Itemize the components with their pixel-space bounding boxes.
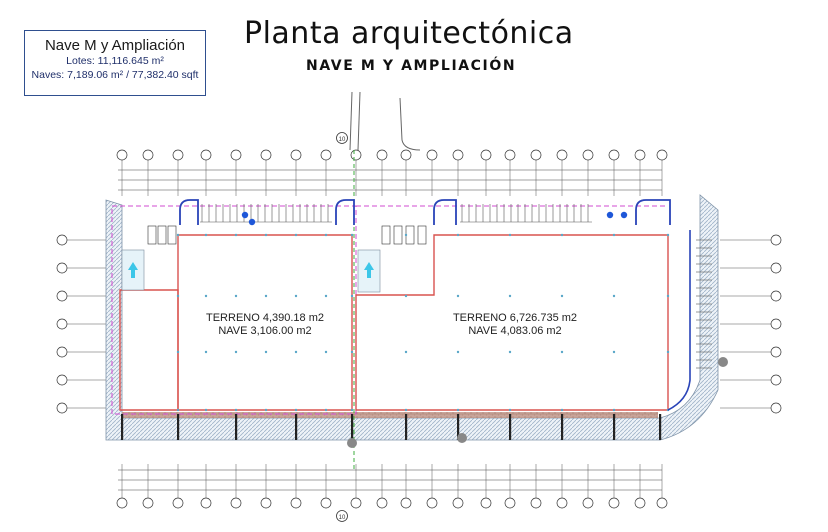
axis-bubble (770, 234, 782, 246)
axis-bubble (350, 149, 362, 161)
grid-marker-10-bottom-label: 10 (339, 515, 346, 521)
axis-bubble (770, 318, 782, 330)
axis-bubble (230, 497, 242, 509)
grid-marker-10-top: 10 (336, 132, 348, 144)
axis-bubble (656, 497, 668, 509)
axis-bubble (530, 497, 542, 509)
axis-bubble (116, 497, 128, 509)
right-axis-markers (720, 234, 782, 414)
right-nave-area: NAVE 4,083.06 m2 (468, 325, 562, 337)
axis-bubble (504, 149, 516, 161)
office-fixtures (241, 211, 628, 226)
axis-bubble (452, 497, 464, 509)
axis-bubble (116, 149, 128, 161)
loading-docks (147, 225, 427, 245)
info-box-naves: Naves: 7,189.06 m² / 77,382.40 sqft (31, 69, 199, 81)
axis-bubble (230, 149, 242, 161)
axis-bubble (556, 149, 568, 161)
axis-bubble (56, 318, 68, 330)
bottom-axis-markers (116, 464, 668, 509)
axis-bubble (320, 149, 332, 161)
axis-bubble (320, 497, 332, 509)
axis-bubble (770, 402, 782, 414)
grid-marker-10-top-label: 10 (339, 137, 346, 143)
axis-bubble (634, 497, 646, 509)
axis-bubble (56, 234, 68, 246)
column-grid-dots (176, 233, 670, 412)
info-box-title: Nave M y Ampliación (44, 37, 186, 54)
axis-bubble (634, 149, 646, 161)
axis-bubble (56, 262, 68, 274)
axis-bubble (480, 497, 492, 509)
side-parking-stalls (696, 239, 712, 369)
axis-bubble (608, 497, 620, 509)
axis-bubble (56, 374, 68, 386)
bottom-dimension-line (118, 469, 662, 491)
axis-bubble (656, 149, 668, 161)
axis-bubble (556, 497, 568, 509)
axis-bubble (290, 497, 302, 509)
axis-bubble (582, 497, 594, 509)
axis-bubble (290, 149, 302, 161)
axis-bubble (172, 149, 184, 161)
left-area-label: TERRENO 4,390.18 m2 NAVE 3,106.00 m2 (178, 312, 352, 338)
page-subtitle: NAVE M Y AMPLIACIÓN (306, 58, 517, 74)
axis-bubble (172, 497, 184, 509)
axis-bubble (400, 149, 412, 161)
axis-bubble (56, 290, 68, 302)
axis-bubble (376, 149, 388, 161)
axis-bubble (400, 497, 412, 509)
axis-bubble (530, 149, 542, 161)
axis-bubble (142, 497, 154, 509)
axis-bubble (582, 149, 594, 161)
north-markers (347, 357, 728, 448)
axis-bubble (426, 149, 438, 161)
axis-bubble (770, 262, 782, 274)
entry-curves (179, 199, 671, 225)
right-area-label: TERRENO 6,726.735 m2 NAVE 4,083.06 m2 (420, 312, 610, 338)
access-road (349, 91, 421, 151)
side-driveway-curve (667, 230, 691, 411)
page-title: Planta arquitectónica (244, 16, 574, 51)
left-terreno-area: TERRENO 4,390.18 m2 (206, 312, 324, 324)
left-nave-area: NAVE 3,106.00 m2 (218, 325, 312, 337)
grid-marker-10-bottom: 10 (336, 510, 348, 522)
top-dimension-line (118, 169, 662, 191)
axis-bubble (260, 497, 272, 509)
axis-bubble (608, 149, 620, 161)
axis-bubble (426, 497, 438, 509)
axis-bubble (56, 346, 68, 358)
axis-bubble (770, 290, 782, 302)
axis-bubble (56, 402, 68, 414)
axis-bubble (350, 497, 362, 509)
axis-bubble (200, 149, 212, 161)
axis-bubble (504, 497, 516, 509)
axis-bubble (480, 149, 492, 161)
axis-bubble (376, 497, 388, 509)
axis-bubble (260, 149, 272, 161)
info-box: Nave M y Ampliación Lotes: 11,116.645 m²… (24, 30, 206, 96)
right-terreno-area: TERRENO 6,726.735 m2 (452, 312, 578, 324)
top-axis-markers (116, 149, 668, 196)
bottom-wall-columns (121, 414, 662, 440)
info-box-lotes: Lotes: 11,116.645 m² (66, 55, 164, 67)
parking-stalls (200, 204, 592, 223)
axis-bubble (770, 374, 782, 386)
axis-bubble (452, 149, 464, 161)
left-axis-markers (56, 234, 106, 414)
axis-bubble (770, 346, 782, 358)
axis-bubble (200, 497, 212, 509)
axis-bubble (142, 149, 154, 161)
